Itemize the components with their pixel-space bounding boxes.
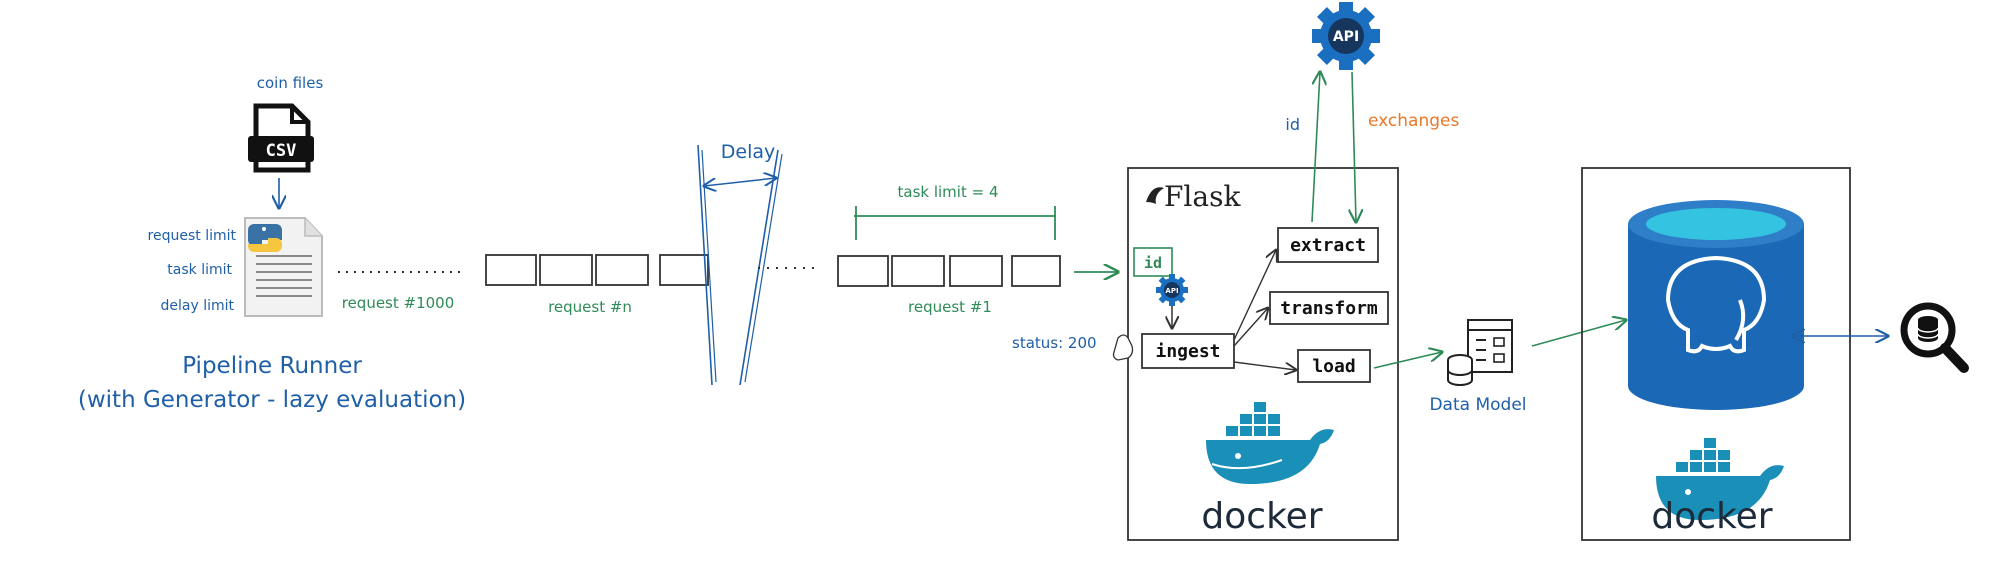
task-limit-bracket (854, 206, 1056, 240)
db-docker-text: docker (1651, 496, 1772, 537)
api-gear-icon: API (1312, 2, 1380, 70)
ingest-to-extract-arrow (1233, 250, 1276, 341)
api-badge: API (1333, 29, 1359, 45)
data-model-label: Data Model (1429, 395, 1526, 415)
model-to-db-arrow (1531, 320, 1626, 347)
queue-box (837, 255, 889, 287)
flask-id-box (1133, 247, 1173, 277)
python-file-icon (244, 217, 323, 317)
queue-box (949, 255, 1003, 287)
ingest-label: ingest (1155, 341, 1220, 362)
extract-label: extract (1290, 235, 1366, 256)
database-search-icon[interactable] (1900, 302, 1969, 373)
flask-logo-icon: Flask (1146, 180, 1241, 213)
load-to-model-arrow (1373, 352, 1442, 369)
load-label: load (1312, 356, 1355, 377)
flask-id-label: id (1144, 254, 1162, 272)
postgres-container (1581, 167, 1851, 541)
queue-box (1011, 255, 1061, 287)
load-box (1297, 349, 1371, 383)
task-limit-label: task limit = 4 (898, 183, 999, 201)
ingest-to-load-arrow (1233, 361, 1296, 370)
queue-box (891, 255, 945, 287)
transform-label: transform (1280, 298, 1378, 319)
flask-logo-text: Flask (1164, 180, 1241, 213)
extract-box (1277, 227, 1379, 263)
coin-files-label: coin files (257, 74, 324, 92)
extract-to-api-arrow (1311, 72, 1320, 223)
ingest-to-transform-arrow (1233, 308, 1268, 347)
data-model-icon (1447, 319, 1513, 386)
csv-badge: CSV (266, 141, 297, 161)
api-exchanges-label: exchanges (1368, 111, 1459, 131)
transform-box (1269, 291, 1389, 325)
request-1-label: request #1 (908, 298, 992, 316)
queue-box (539, 254, 593, 286)
docker-logo-icon (1206, 402, 1334, 484)
csv-file-icon: CSV (248, 103, 314, 173)
delay-label: Delay (721, 141, 776, 163)
param-request-limit: request limit (148, 228, 237, 244)
delay-marker (697, 144, 783, 386)
request-queue-1 (837, 255, 1061, 287)
api-id-label: id (1285, 115, 1300, 134)
flask-docker-text: docker (1201, 496, 1322, 537)
small-api-text: API (1165, 287, 1178, 295)
queue-box (659, 254, 709, 286)
runner-subtitle: (with Generator - lazy evaluation) (78, 387, 466, 413)
status-label: status: 200 (1012, 334, 1097, 352)
ingest-box (1141, 333, 1235, 369)
small-api-gear-icon: API (1156, 274, 1188, 306)
docker-logo-icon (1656, 438, 1784, 520)
request-1000-label: request #1000 (342, 294, 455, 312)
param-delay-limit: delay limit (161, 298, 235, 314)
runner-title: Pipeline Runner (182, 353, 362, 379)
api-to-extract-arrow (1352, 71, 1356, 222)
request-n-label: request #n (548, 298, 632, 316)
pointer-hand-icon (1112, 334, 1134, 361)
param-task-limit: task limit (167, 262, 232, 278)
request-queue-n (485, 254, 709, 286)
queue-box (485, 254, 537, 286)
queue-box (595, 254, 649, 286)
postgres-database-icon (1628, 200, 1804, 410)
